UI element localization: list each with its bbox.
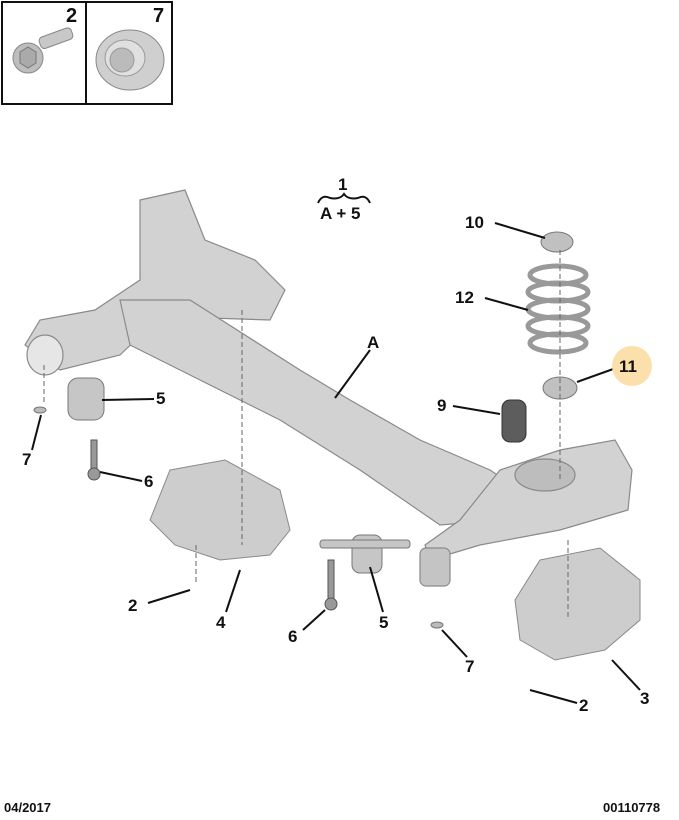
washer-right [430, 621, 444, 629]
callout-3[interactable]: 3 [640, 689, 650, 708]
heat-shield-left [149, 459, 291, 561]
callout-11[interactable]: 11 [619, 357, 637, 376]
coil-spring [525, 263, 591, 355]
leader-lines [31, 222, 641, 704]
spring-seat-upper [540, 231, 574, 253]
inset-label-2[interactable]: 2 [66, 5, 78, 27]
callout-a[interactable]: A [367, 333, 380, 352]
bushing-left [67, 377, 105, 421]
footer-date: 04/2017 [4, 800, 51, 815]
bolt-icon [12, 27, 74, 74]
assembly-composition: A + 5 [320, 204, 361, 223]
bolt-mid [324, 559, 338, 611]
bump-stop [501, 399, 527, 443]
callout-6-mid[interactable]: 6 [288, 627, 298, 646]
heat-shield-right [514, 547, 641, 661]
highlight-marker [612, 346, 652, 386]
callout-10[interactable]: 10 [465, 213, 484, 232]
callout-4[interactable]: 4 [216, 613, 226, 632]
washer-left [33, 406, 47, 414]
bolt-left [87, 439, 101, 481]
callout-5-left[interactable]: 5 [156, 389, 166, 408]
callout-2-left[interactable]: 2 [128, 596, 138, 615]
brace [317, 192, 371, 204]
callout-6-left[interactable]: 6 [144, 472, 154, 491]
callout-12[interactable]: 12 [455, 288, 474, 307]
callout-2-right[interactable]: 2 [579, 696, 589, 715]
rear-axle-beam [24, 189, 633, 587]
inset-box-7 [85, 1, 173, 105]
callout-7-left[interactable]: 7 [22, 450, 32, 469]
callout-5-mid[interactable]: 5 [379, 613, 389, 632]
bushing-mid [319, 534, 411, 574]
footer-code: 00110778 [603, 800, 661, 815]
inset-label-7[interactable]: 7 [153, 5, 165, 27]
assembly-ref[interactable]: 1 [338, 175, 348, 194]
callout-7-right[interactable]: 7 [465, 657, 475, 676]
washer-icon [95, 29, 165, 91]
callout-9[interactable]: 9 [437, 396, 447, 415]
